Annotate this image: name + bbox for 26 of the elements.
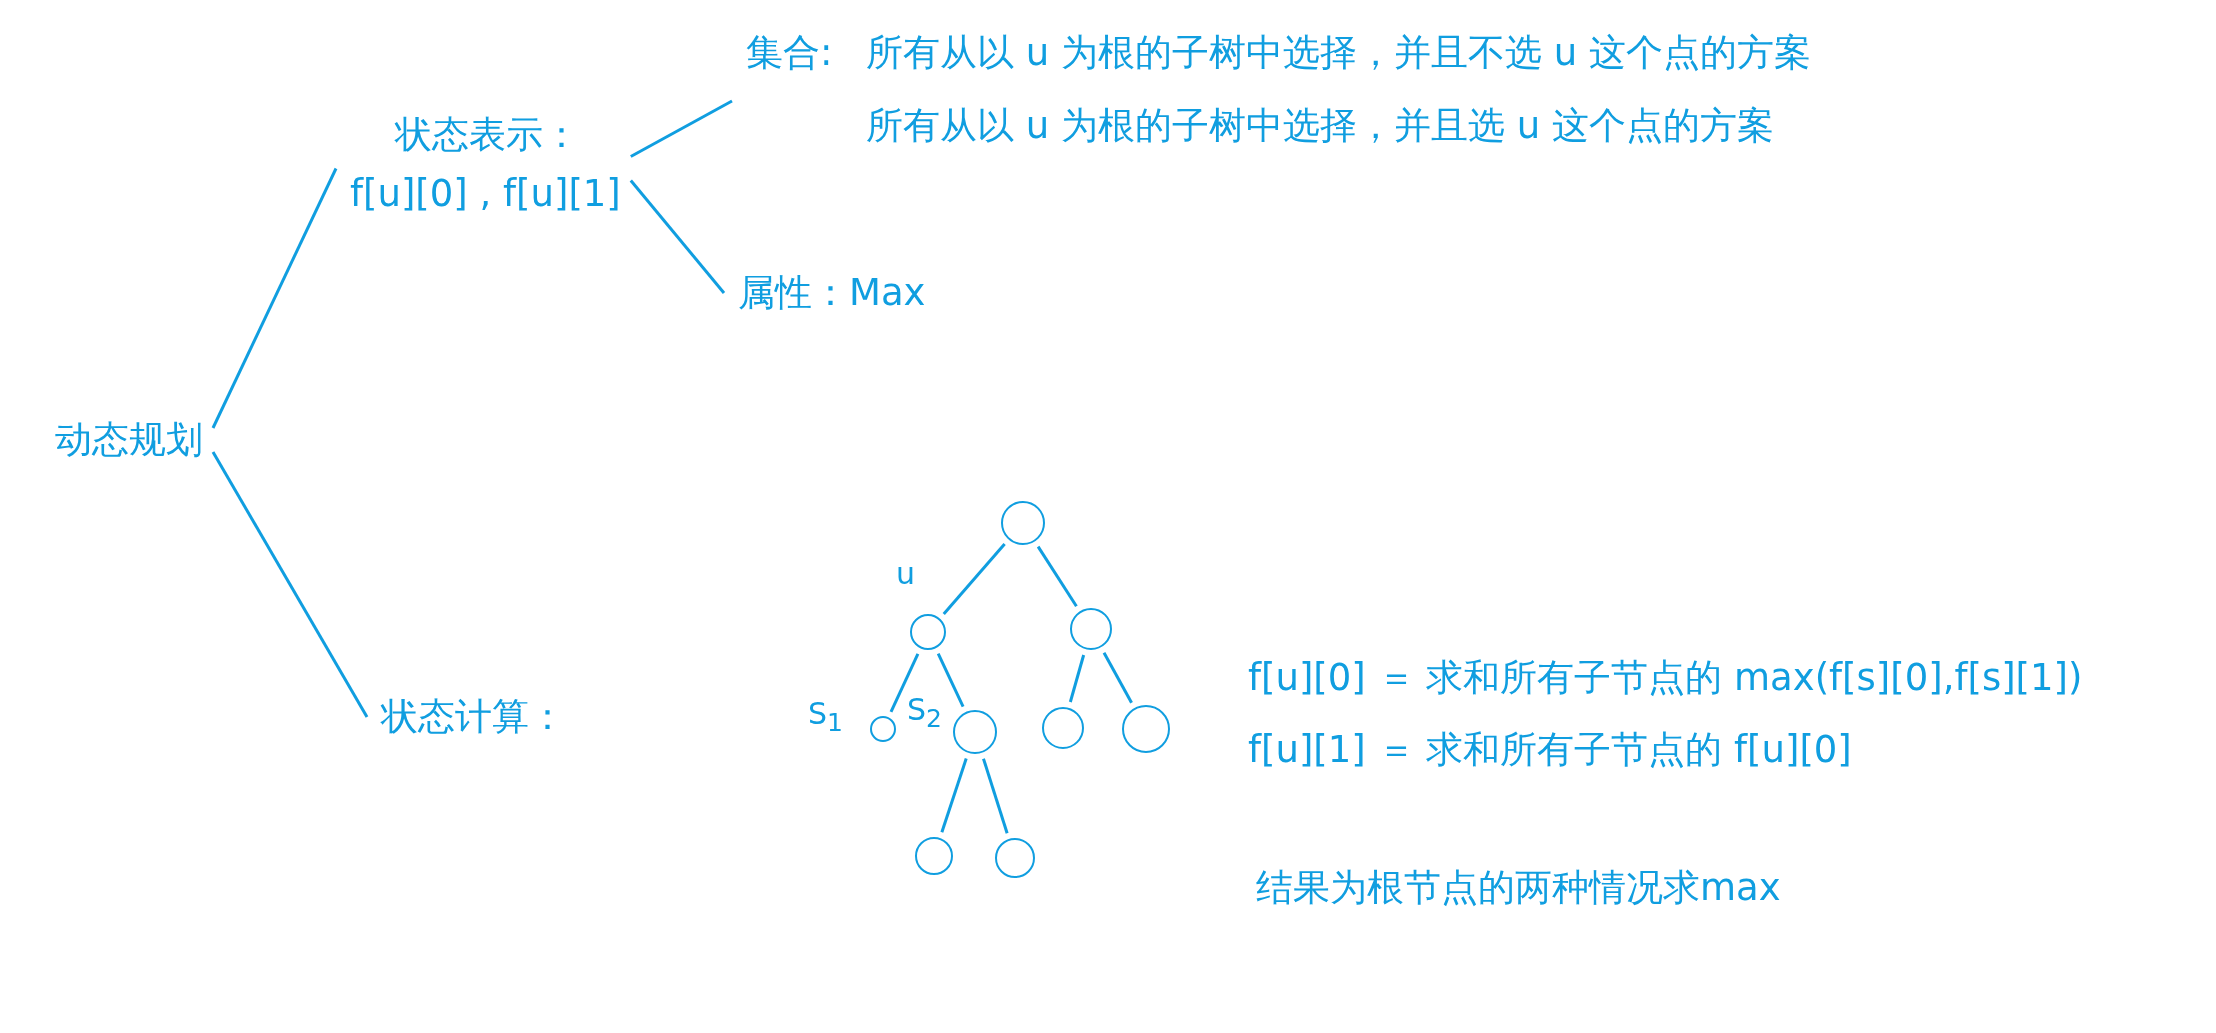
bracket-line [211,167,338,429]
formula-text: 结果为根节点的两种情况求max [1256,865,1781,911]
tree-edge [1036,545,1078,608]
topic-text: 动态规划 [55,415,203,465]
node-label: S$_{1}$ [808,696,843,737]
formula-text: f[u][1] ＝ 求和所有子节点的 f[u][0] [1248,727,1852,773]
set-text: 所有从以 u 为根的子树中选择，并且不选 u 这个点的方案 [866,30,1811,76]
tree-edge [889,653,920,713]
tree-edge [1102,651,1133,704]
formula-text: f[u][0] ＝ 求和所有子节点的 max(f[s][0],f[s][1]) [1248,655,2083,701]
state-text: f[u][0] , f[u][1] [350,172,621,215]
tree-edge [942,543,1006,615]
node-label: S$_{2}$ [907,692,942,733]
topic-text: 属性：Max [738,268,926,318]
node-label: u [896,556,915,591]
bracket-line [629,179,726,294]
heading-text: 集合: [746,30,833,76]
topic-text: 状态计算： [381,692,566,742]
tree-edge [940,758,968,833]
set-text: 所有从以 u 为根的子树中选择，并且选 u 这个点的方案 [866,103,1774,149]
bracket-line [630,99,733,158]
tree-edge [982,758,1009,834]
tree-edge [1068,654,1086,703]
heading-text: 状态表示： [395,112,581,158]
tree-edge [936,653,965,708]
bracket-line [211,451,369,718]
